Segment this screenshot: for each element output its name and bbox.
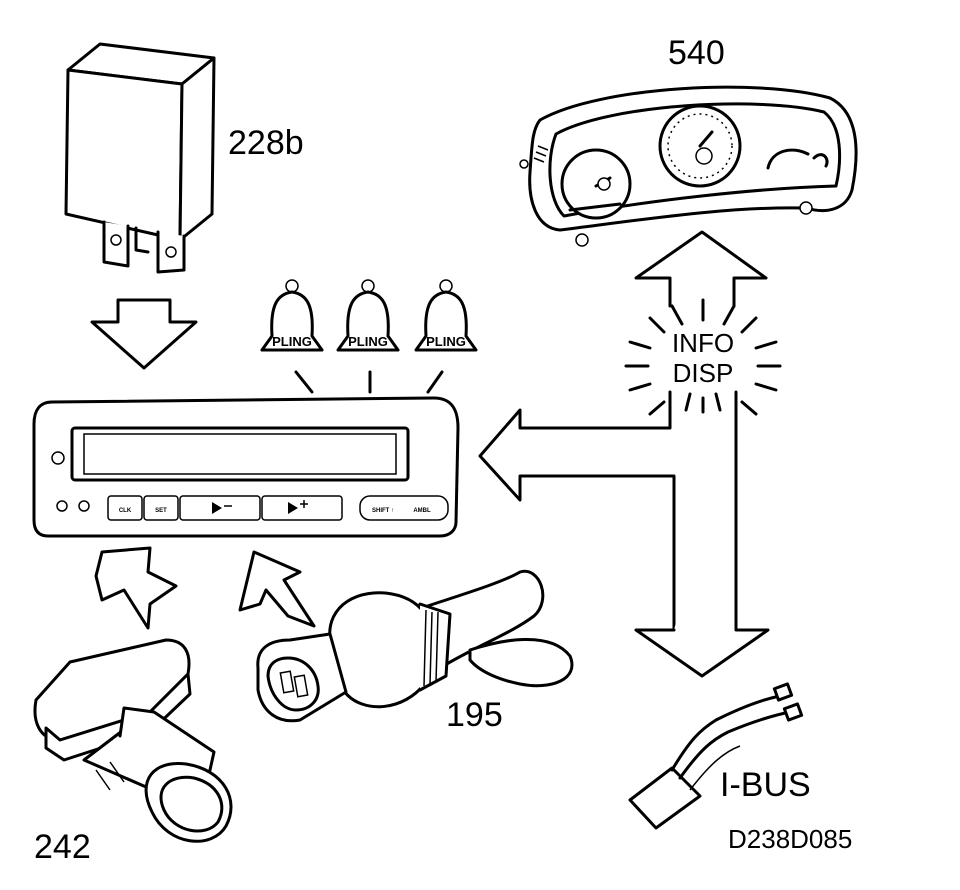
relay-label: 228b	[228, 124, 304, 162]
info-disp-line2: DISP	[673, 358, 734, 388]
arrow-relay-to-display	[90, 298, 198, 370]
instrument-cluster-540	[519, 85, 858, 247]
diagram-code: D238D085	[728, 824, 852, 854]
info-disp-line1: INFO	[672, 328, 734, 358]
bus-arrows	[478, 230, 770, 678]
button-plus	[261, 495, 343, 521]
svg-text:SHIFT ↑: SHIFT ↑	[372, 508, 394, 514]
relay-228b	[64, 42, 216, 274]
cluster-label: 540	[668, 34, 725, 72]
svg-text:CLK: CLK	[119, 508, 132, 514]
sensor-195	[256, 569, 574, 723]
info-disp-starburst	[624, 298, 782, 416]
information-display-unit: CLK SET SHIFT ↑ AMBL	[32, 396, 460, 538]
bell-1-text: PLING	[272, 334, 312, 349]
bell-3: PLING	[414, 279, 478, 352]
i-bus-connector	[628, 682, 804, 830]
button-clk	[107, 495, 143, 521]
sensor-242-label: 242	[34, 828, 91, 866]
svg-text:AMBL: AMBL	[413, 508, 431, 514]
button-shift-ambl	[359, 495, 449, 521]
arrow-195-to-display	[238, 550, 316, 628]
bell-2: PLING	[336, 279, 400, 352]
arrow-242-to-display	[94, 546, 178, 630]
svg-text:SET: SET	[155, 508, 167, 514]
button-set	[143, 495, 179, 521]
plus-icon	[288, 502, 298, 514]
sensor-195-label: 195	[446, 696, 503, 734]
bell-3-text: PLING	[426, 334, 466, 349]
sensor-242	[33, 638, 233, 843]
i-bus-label: I-BUS	[720, 766, 811, 804]
bell-2-text: PLING	[348, 334, 388, 349]
bell-1: PLING	[260, 279, 324, 352]
minus-icon	[212, 502, 222, 514]
sound-lines	[294, 370, 444, 394]
